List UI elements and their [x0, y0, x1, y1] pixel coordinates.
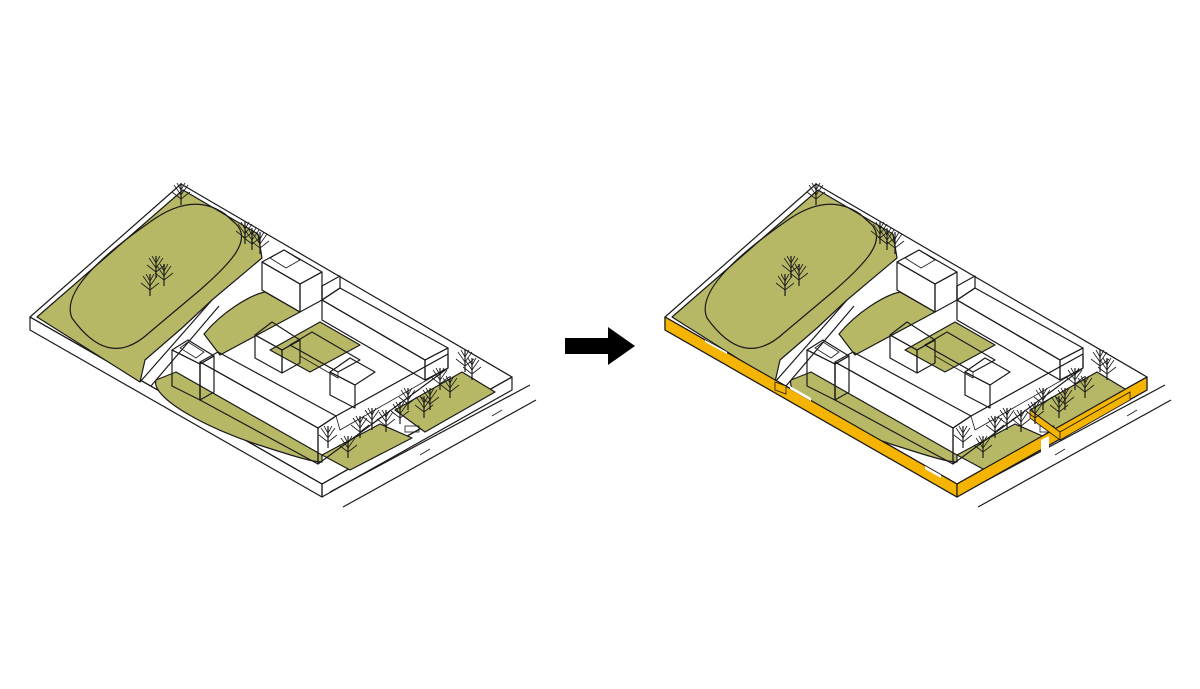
arrow-right-icon — [565, 327, 635, 365]
panel-after — [664, 183, 1172, 508]
panel-before — [29, 183, 537, 508]
activated-edge-highlight — [664, 316, 1148, 498]
